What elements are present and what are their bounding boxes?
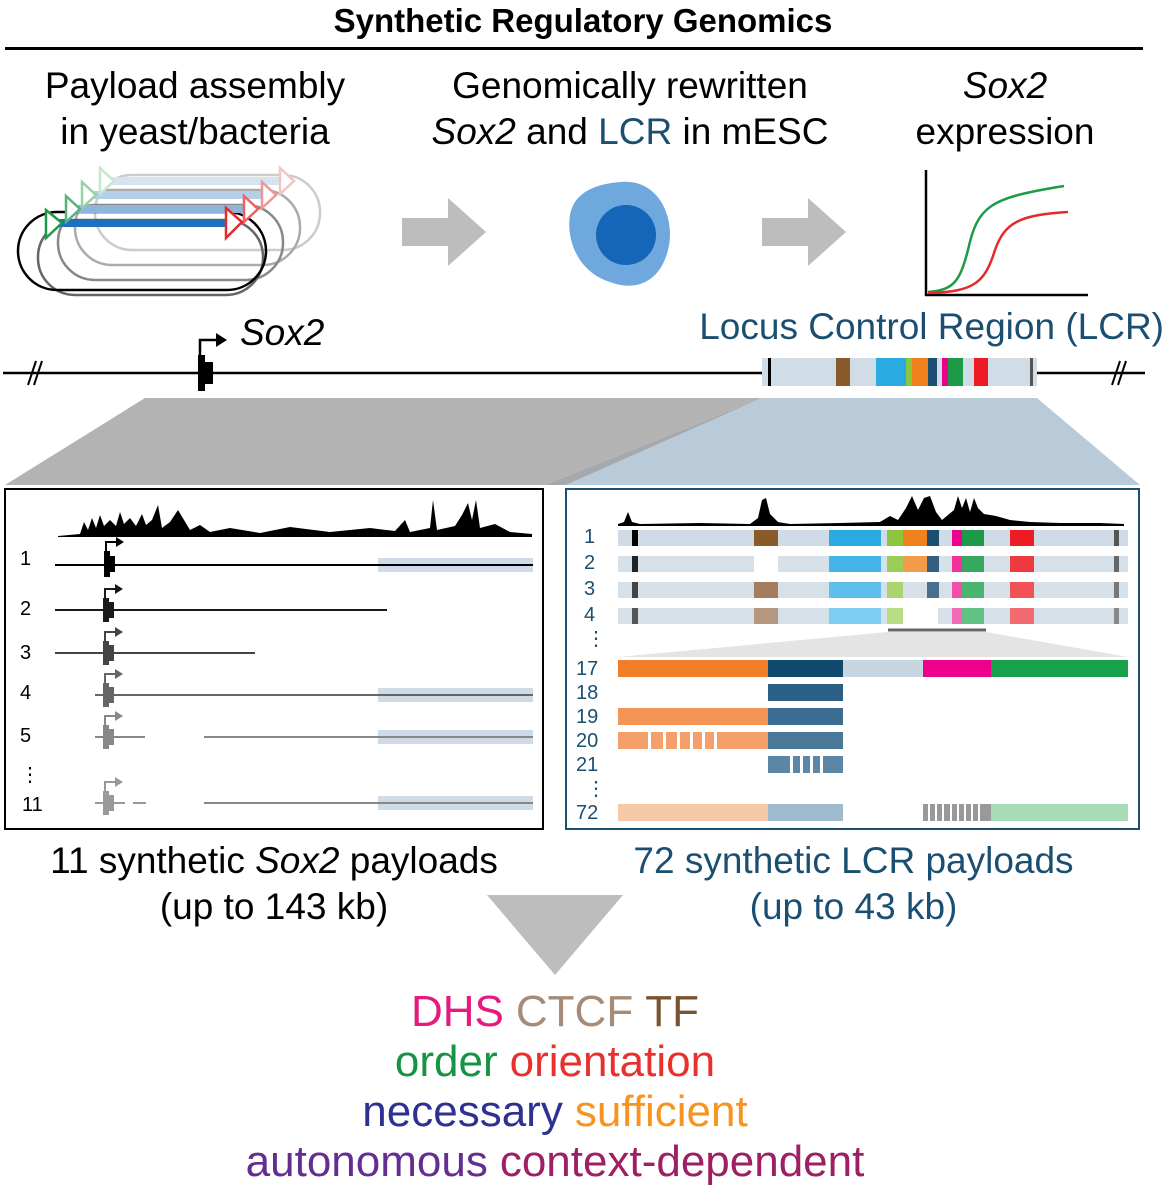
- step-rewrite-line1: Genomically rewritten: [452, 65, 808, 106]
- keyword-necessary: necessary: [362, 1087, 563, 1136]
- sox2-payload-panel: [4, 488, 544, 830]
- sox2-panel-caption: 11 synthetic Sox2 payloads (up to 143 kb…: [0, 838, 548, 930]
- step-assembly-label: Payload assembly in yeast/bacteria: [5, 63, 385, 155]
- process-arrow-1: [402, 198, 486, 266]
- plasmid-stack-icon: [16, 165, 322, 297]
- diagram-graphics: [3, 165, 1145, 975]
- keyword-orientation: orientation: [509, 1037, 716, 1086]
- locus-map: [3, 333, 1145, 485]
- keyword-dhs: DHS: [411, 987, 504, 1036]
- summary-arrow: [487, 895, 623, 975]
- keyword-autonomous: autonomous: [245, 1137, 488, 1186]
- lcr-caption-line1: 72 synthetic LCR payloads: [633, 840, 1074, 881]
- lcr-panel-caption: 72 synthetic LCR payloads (up to 43 kb): [566, 838, 1141, 930]
- step-rewrite-label: Genomically rewritten Sox2 and LCR in mE…: [400, 63, 860, 155]
- step-assembly-line2: in yeast/bacteria: [60, 111, 330, 152]
- sox2-payload-rows: [55, 537, 533, 815]
- title-rule: [5, 47, 1143, 50]
- expression-plot: [924, 170, 1088, 297]
- lcr-payload-panel: [565, 488, 1140, 830]
- keyword-sufficient: sufficient: [574, 1087, 748, 1136]
- lcr-caption-line2: (up to 43 kb): [749, 886, 958, 927]
- keyword-context-dependent: context-dependent: [499, 1137, 865, 1186]
- cell-nucleus-icon: [596, 205, 656, 265]
- sox2-caption-line2: (up to 143 kb): [159, 886, 389, 927]
- sox2-gene-label: Sox2: [240, 312, 325, 353]
- step-expression-label: Sox2 expression: [915, 65, 1095, 152]
- lcr-payload-rows: [618, 530, 1128, 821]
- process-arrow-2: [762, 198, 846, 266]
- lcr-label: Locus Control Region (LCR): [699, 306, 1164, 347]
- step-assembly-line1: Payload assembly: [44, 65, 346, 106]
- keyword-tf: TF: [645, 987, 699, 1036]
- keyword-order: order: [394, 1037, 498, 1086]
- keyword-ctcf: CTCF: [515, 987, 634, 1036]
- sox2-caption-line1: 11 synthetic Sox2 payloads: [50, 840, 498, 881]
- step-rewrite-line2: Sox2 and LCR in mESC: [431, 111, 829, 152]
- figure-title: Synthetic Regulatory Genomics: [333, 2, 833, 39]
